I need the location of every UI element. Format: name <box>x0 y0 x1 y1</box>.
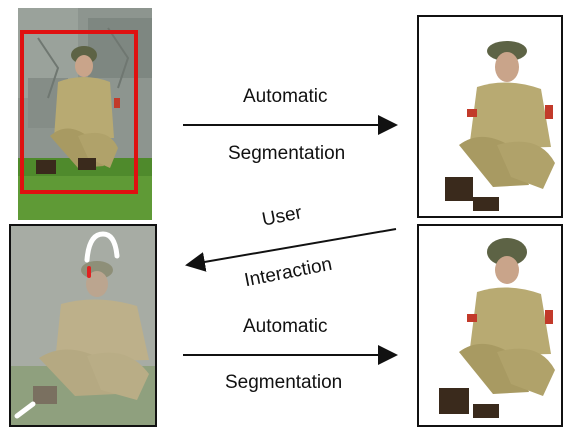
segmented-soldier-1 <box>445 41 555 211</box>
soldier-photo <box>18 8 152 220</box>
top-arrow-label-1: Automatic <box>243 86 328 107</box>
interaction-photo <box>9 224 157 427</box>
arrow-left-icon <box>185 228 397 272</box>
top-arrow-label-2: Segmentation <box>228 143 346 164</box>
background-scribble <box>14 401 36 419</box>
middle-arrow-label-2: Interaction <box>242 253 334 292</box>
faded-soldier-photo <box>11 226 155 425</box>
bounding-box <box>20 30 138 194</box>
input-photo <box>18 8 152 220</box>
foreground-scribble <box>84 231 120 263</box>
segmentation-result-1 <box>417 15 563 218</box>
middle-arrow-label-1: User <box>260 202 304 231</box>
segmentation-result-2 <box>417 224 563 427</box>
segmented-soldier-2 <box>439 238 555 418</box>
bottom-arrow-label-1: Automatic <box>243 316 328 337</box>
bottom-arrow-label-2: Segmentation <box>225 372 343 393</box>
